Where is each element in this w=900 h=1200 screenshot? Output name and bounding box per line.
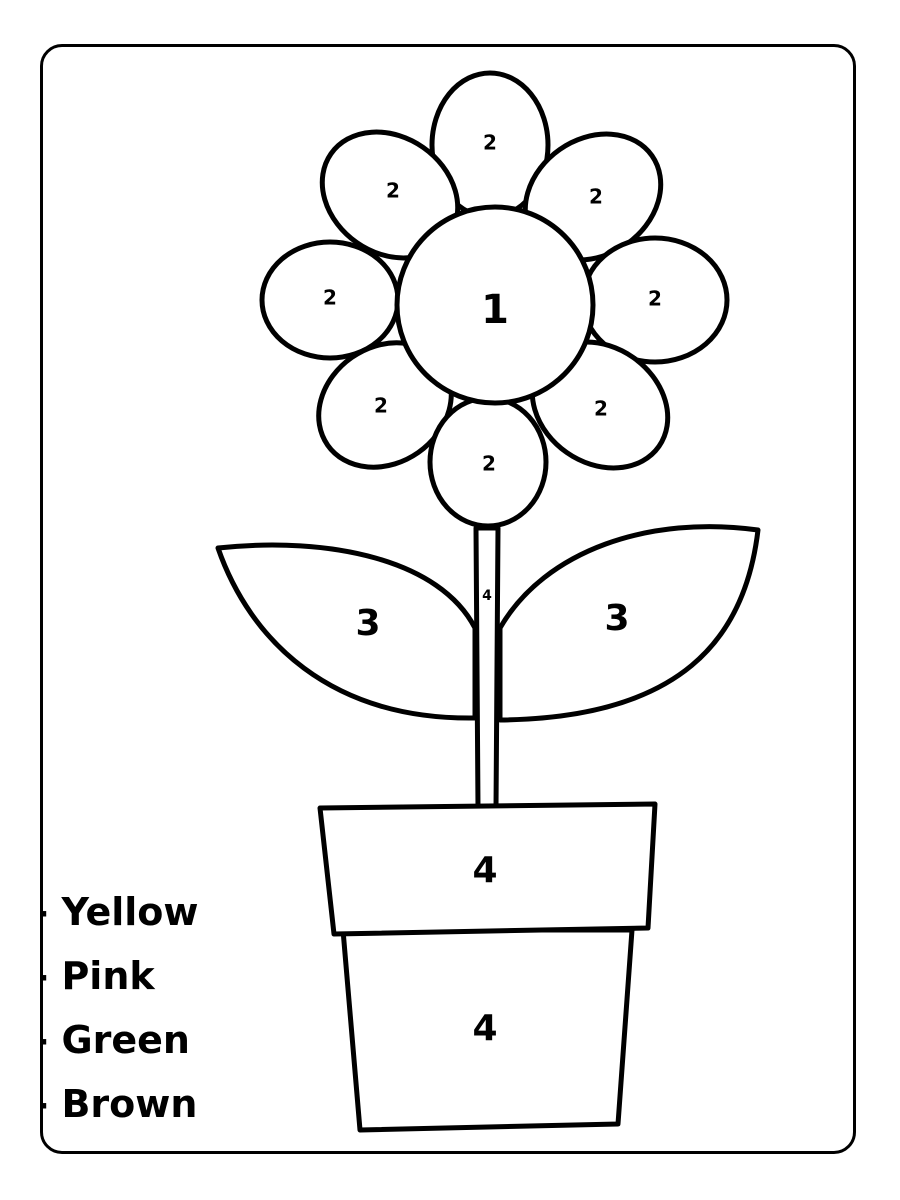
petal-number: 2: [589, 185, 603, 209]
center-number: 1: [481, 287, 509, 333]
pot-rim-number: 4: [472, 850, 497, 891]
legend-item-yellow: 1- Yellow: [6, 890, 199, 934]
petal-number: 2: [323, 286, 337, 310]
color-legend: 1- Yellow 2- Pink 3- Green 4- Brown: [6, 880, 199, 1136]
flower-center: [394, 204, 596, 406]
leaf-left-number: 3: [355, 603, 380, 644]
petal-number: 2: [374, 394, 388, 418]
stem: [473, 525, 501, 811]
petal-number: 2: [483, 131, 497, 155]
petal-number: 2: [594, 397, 608, 421]
petal-number: 2: [482, 452, 496, 476]
leaf-left: [215, 542, 478, 721]
petal-number: 2: [386, 179, 400, 203]
stem-number: 4: [482, 588, 492, 604]
pot-base-number: 4: [472, 1008, 497, 1049]
legend-item-pink: 2- Pink: [6, 954, 155, 998]
leaf-right: [497, 524, 761, 723]
leaf-right-number: 3: [604, 598, 629, 639]
legend-item-brown: 4- Brown: [6, 1082, 198, 1126]
pot-rim: [317, 801, 658, 937]
petal-number: 2: [648, 287, 662, 311]
legend-item-green: 3- Green: [6, 1018, 190, 1062]
